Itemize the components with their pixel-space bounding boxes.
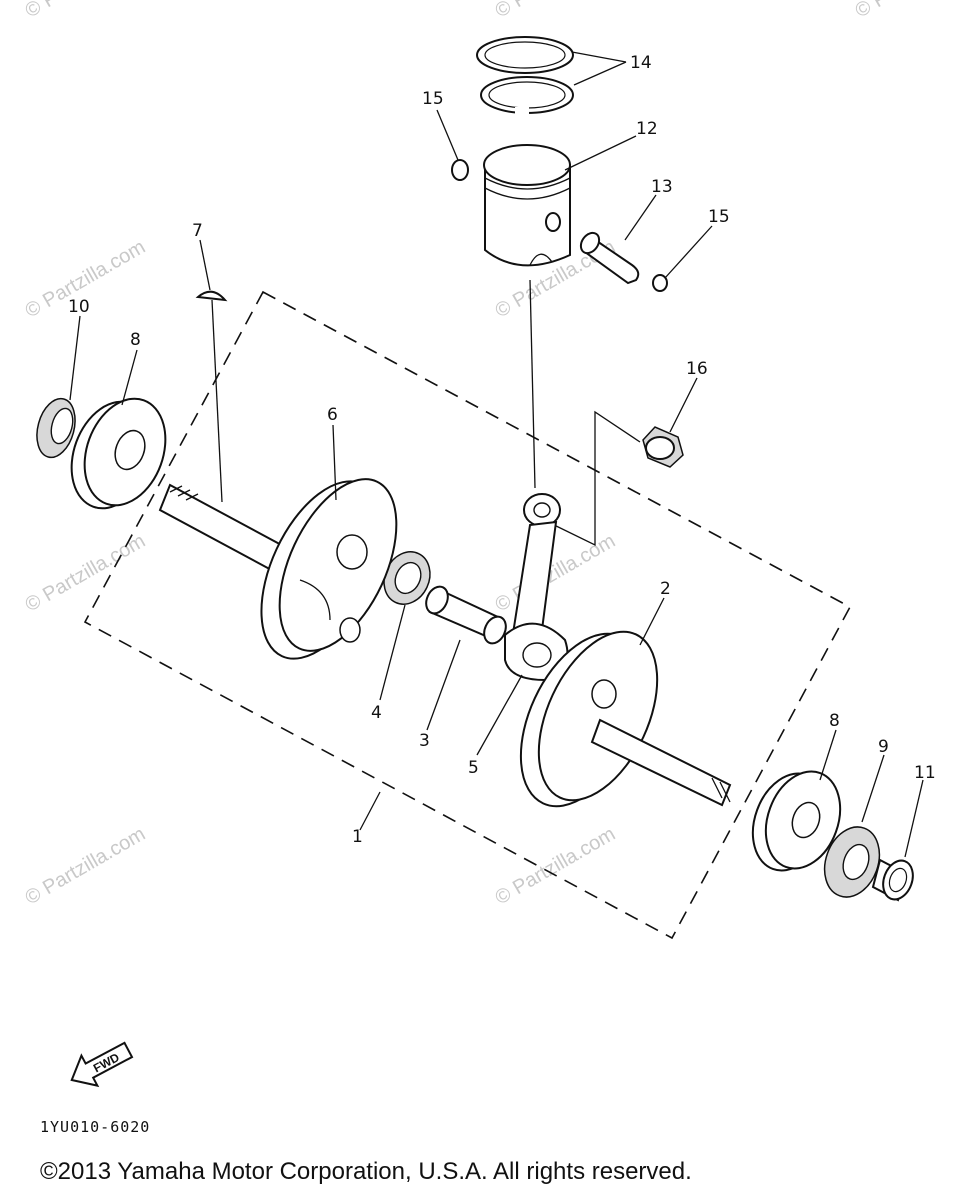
callout-13: 13 (651, 177, 673, 197)
callout-10: 10 (68, 297, 90, 317)
piston-pin (579, 231, 640, 285)
bearing-right (751, 770, 842, 872)
leader-lines (69, 51, 924, 858)
callout-7: 7 (192, 221, 203, 241)
piston (483, 144, 571, 267)
crankshaft-left (158, 478, 398, 660)
watermark: © Partzilla.com (22, 0, 150, 22)
bearing-left (70, 397, 167, 510)
callout-6: 6 (327, 405, 338, 425)
callout-3: 3 (419, 731, 430, 751)
callout-4: 4 (371, 703, 382, 723)
crankshaft-assembly-boundary (83, 290, 852, 940)
collar (871, 858, 914, 902)
callout-15: 15 (708, 207, 730, 227)
circlip (451, 159, 469, 181)
woodruff-key (195, 290, 228, 503)
watermark: © Partzilla.com (22, 530, 150, 616)
callout-1: 1 (352, 827, 363, 847)
callout-12: 12 (636, 119, 658, 139)
callout-8: 8 (130, 330, 141, 350)
watermark: © Partzilla.com (492, 530, 620, 616)
callout-5: 5 (468, 758, 479, 778)
watermark: © Partzilla.com (852, 0, 955, 22)
watermark: © Partzilla.com (22, 823, 150, 909)
callout-8: 8 (829, 711, 840, 731)
callout-14: 14 (630, 53, 652, 73)
callout-9: 9 (878, 737, 889, 757)
callout-15: 15 (422, 89, 444, 109)
callout-labels: 14 15 12 13 15 7 10 8 6 16 2 4 3 5 8 9 1… (68, 53, 936, 847)
crankshaft-right (519, 630, 732, 808)
fwd-arrow-icon: FWD (70, 1041, 134, 1088)
watermark: © Partzilla.com (492, 823, 620, 909)
copyright-notice: ©2013 Yamaha Motor Corporation, U.S.A. A… (40, 1158, 692, 1185)
callout-16: 16 (686, 359, 708, 379)
small-end-bearing (642, 426, 684, 468)
watermark: © Partzilla.com (492, 0, 620, 22)
piston-rings (476, 36, 574, 115)
bracket-line (547, 410, 641, 547)
diagram-code: 1YU010-6020 (40, 1118, 150, 1136)
circlip (652, 274, 668, 292)
crank-pin (425, 585, 507, 645)
oil-seal-left (36, 397, 76, 459)
big-end-bearing (383, 551, 431, 605)
callout-11: 11 (914, 763, 936, 783)
connecting-rod (504, 279, 569, 682)
callout-2: 2 (660, 579, 671, 599)
